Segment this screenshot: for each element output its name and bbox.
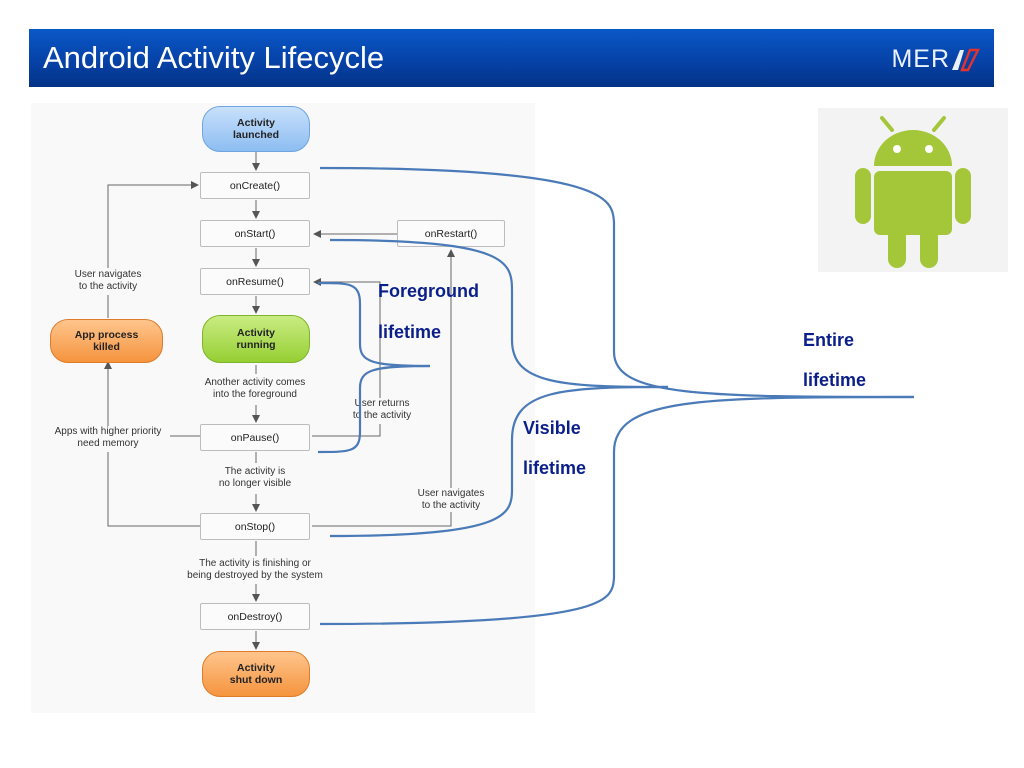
label-visible-2: lifetime <box>523 458 587 478</box>
node-activity-shut-down: Activity shut down <box>202 651 310 697</box>
note-user-returns: User returns to the activity <box>352 398 412 421</box>
note-finishing: The activity is finishing or being destr… <box>187 558 323 581</box>
node-on-resume: onResume() <box>200 268 310 295</box>
logo-text: MER <box>891 44 950 73</box>
label-foreground-1: Foreground <box>378 281 479 301</box>
node-activity-running: Activity running <box>202 315 310 363</box>
header-banner: Android Activity Lifecycle MER <box>29 29 994 87</box>
entire-bracket-top <box>319 166 915 399</box>
node-on-start: onStart() <box>200 220 310 247</box>
label-entire-2: lifetime <box>803 370 867 390</box>
visible-bracket-bottom <box>329 385 669 538</box>
node-activity-launched: Activity launched <box>202 106 310 152</box>
note-higher-priority: Apps with higher priority need memory <box>54 426 162 449</box>
note-user-navigates-right: User navigates to the activity <box>417 488 485 511</box>
note-no-longer-visible: The activity is no longer visible <box>218 466 292 489</box>
foreground-bracket-bottom <box>317 364 431 454</box>
node-app-process-killed: App process killed <box>50 319 163 363</box>
arrow-killed-create <box>107 181 199 268</box>
node-on-destroy: onDestroy() <box>200 603 310 630</box>
node-on-create: onCreate() <box>200 172 310 199</box>
node-on-stop: onStop() <box>200 513 310 540</box>
note-user-navigates-left: User navigates to the activity <box>74 269 142 292</box>
arrow-pause-resume-a <box>312 424 381 437</box>
android-panel <box>818 108 1008 272</box>
label-visible-1: Visible <box>523 418 581 438</box>
label-foreground-2: lifetime <box>378 322 442 342</box>
foreground-bracket-top <box>317 281 431 368</box>
mera-logo-icon: MER <box>891 44 980 74</box>
android-robot-icon <box>855 116 971 268</box>
note-another-activity: Another activity comes into the foregrou… <box>204 377 306 400</box>
visible-bracket-top <box>329 238 669 389</box>
page-title: Android Activity Lifecycle <box>43 40 385 75</box>
arrow-stop-restart-a <box>312 512 452 527</box>
logo-mark-icon <box>952 48 980 72</box>
arrow-stop-killed <box>107 452 200 527</box>
entire-bracket-bottom <box>319 395 915 626</box>
node-on-pause: onPause() <box>200 424 310 451</box>
label-entire-1: Entire <box>803 330 855 350</box>
arrow-pause-resume <box>313 278 381 398</box>
